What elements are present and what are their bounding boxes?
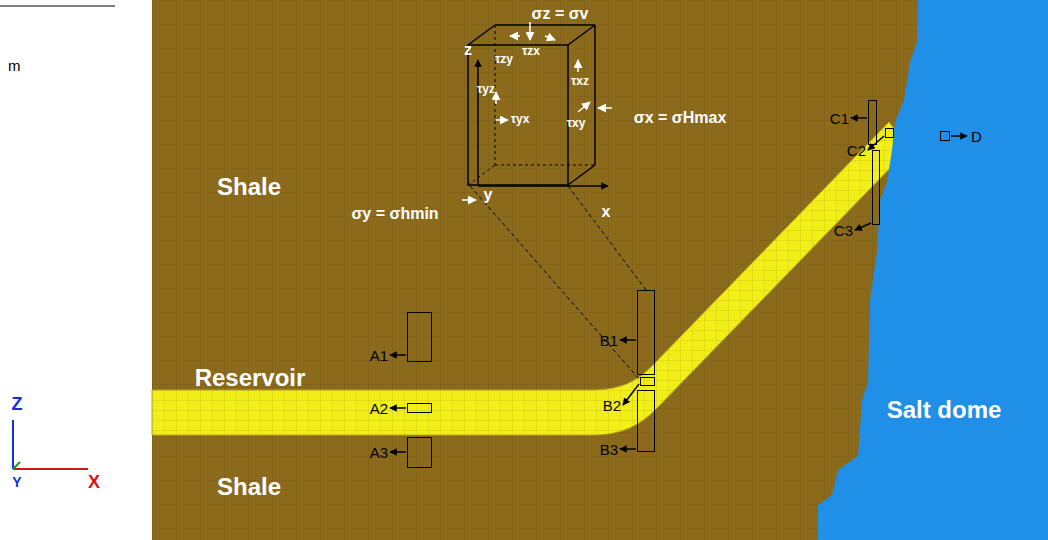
shear-label: τzx: [522, 45, 540, 58]
leader-arrow: [855, 223, 871, 230]
shear-label: τyx: [511, 113, 530, 126]
region-label: Shale: [217, 474, 281, 500]
axis-label: Z: [12, 395, 23, 415]
axis-letter: z: [464, 41, 472, 59]
leader-arrow: [390, 407, 406, 409]
leader-arrow: [390, 354, 406, 356]
leader-arrow: [951, 135, 967, 137]
shear-label: τxz: [571, 75, 589, 88]
callout-label: B3: [600, 442, 618, 459]
callout-label: A1: [370, 348, 388, 365]
callout-label: C1: [830, 111, 849, 128]
shear-label: τxy: [567, 117, 586, 130]
leader-arrow: [620, 339, 636, 341]
axis-triad: [13, 420, 88, 469]
stress-label: σz = σv: [531, 5, 588, 23]
cube-axes: [478, 60, 608, 186]
shale-region: [152, 0, 1048, 540]
region-label: Reservoir: [195, 365, 306, 391]
region-label: Salt dome: [887, 397, 1002, 423]
zoom-lines: [470, 186, 646, 380]
leader-arrow: [390, 451, 406, 453]
shear-label: τyz: [477, 83, 495, 96]
callout-box: A2: [407, 403, 432, 413]
shear-label: τzy: [495, 53, 513, 66]
leader-arrow: [868, 136, 884, 150]
reservoir-layer: [152, 122, 898, 435]
callout-box: C1: [868, 100, 877, 145]
callout-box: A1: [407, 312, 432, 362]
callout-box: C2: [885, 128, 894, 138]
axis-letter: x: [602, 203, 611, 221]
callout-label: A3: [370, 445, 388, 462]
callout-box: B2: [640, 377, 655, 386]
margin-text: m: [8, 58, 21, 75]
callout-box: C3: [872, 150, 880, 225]
callout-label: C3: [834, 223, 853, 240]
leader-arrow: [620, 448, 636, 450]
salt-dome: [818, 0, 1048, 540]
leader-arrow: [851, 117, 867, 119]
callout-label: D: [971, 129, 982, 146]
stress-arrows: [462, 22, 612, 200]
callout-box: A3: [407, 437, 432, 468]
callout-label: B2: [603, 398, 621, 415]
callout-box: B3: [637, 390, 655, 452]
stress-label: σy = σhmin: [351, 205, 438, 223]
margin-rule: [0, 6, 115, 7]
callout-label: A2: [370, 401, 388, 418]
axis-letter: y: [484, 186, 493, 204]
callout-label: C2: [847, 143, 866, 160]
callout-box: D: [940, 131, 950, 141]
stress-label: σx = σHmax: [634, 109, 727, 127]
mesh-grid: [152, 0, 1048, 540]
axis-label: X: [88, 473, 100, 493]
stress-cube: [468, 25, 595, 185]
reservoir-mesh: [152, 122, 898, 435]
callout-box: B1: [637, 290, 655, 375]
callout-label: B1: [600, 333, 618, 350]
axis-label: Y: [12, 475, 21, 490]
region-label: Shale: [217, 174, 281, 200]
